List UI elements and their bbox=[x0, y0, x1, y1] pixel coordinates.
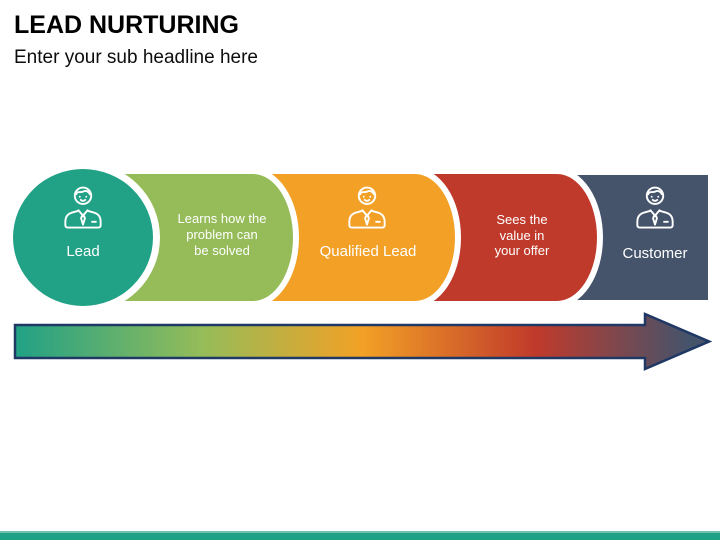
stage-label-line: value in bbox=[499, 227, 545, 243]
stage-label-lead: Lead bbox=[66, 243, 100, 260]
gradient-arrow bbox=[13, 312, 712, 371]
stage-label-line: be solved bbox=[194, 243, 250, 258]
stage-label-line: problem can bbox=[186, 227, 258, 242]
footer-accent-bar bbox=[0, 531, 720, 540]
stage-label-line: Sees the bbox=[496, 212, 548, 227]
footer-bar-highlight bbox=[0, 531, 720, 533]
slide-subtitle: Enter your sub headline here bbox=[14, 47, 258, 68]
stage-label-line: Learns how the bbox=[177, 211, 267, 226]
stage-label-sees-value: Sees the value in your offer bbox=[452, 212, 592, 259]
businessman-icon bbox=[346, 184, 388, 230]
businessman-icon bbox=[634, 184, 676, 230]
slide-title: LEAD NURTURING bbox=[14, 11, 239, 39]
footer-bar-main bbox=[0, 533, 720, 540]
stage-label-customer: Customer bbox=[622, 245, 688, 262]
businessman-icon bbox=[62, 184, 104, 230]
stage-label-line: your offer bbox=[494, 243, 550, 258]
arrow-polygon bbox=[13, 312, 712, 371]
stage-label-qualified-lead: Qualified Lead bbox=[319, 243, 417, 260]
stage-label-learns: Learns how the problem can be solved bbox=[152, 211, 292, 259]
